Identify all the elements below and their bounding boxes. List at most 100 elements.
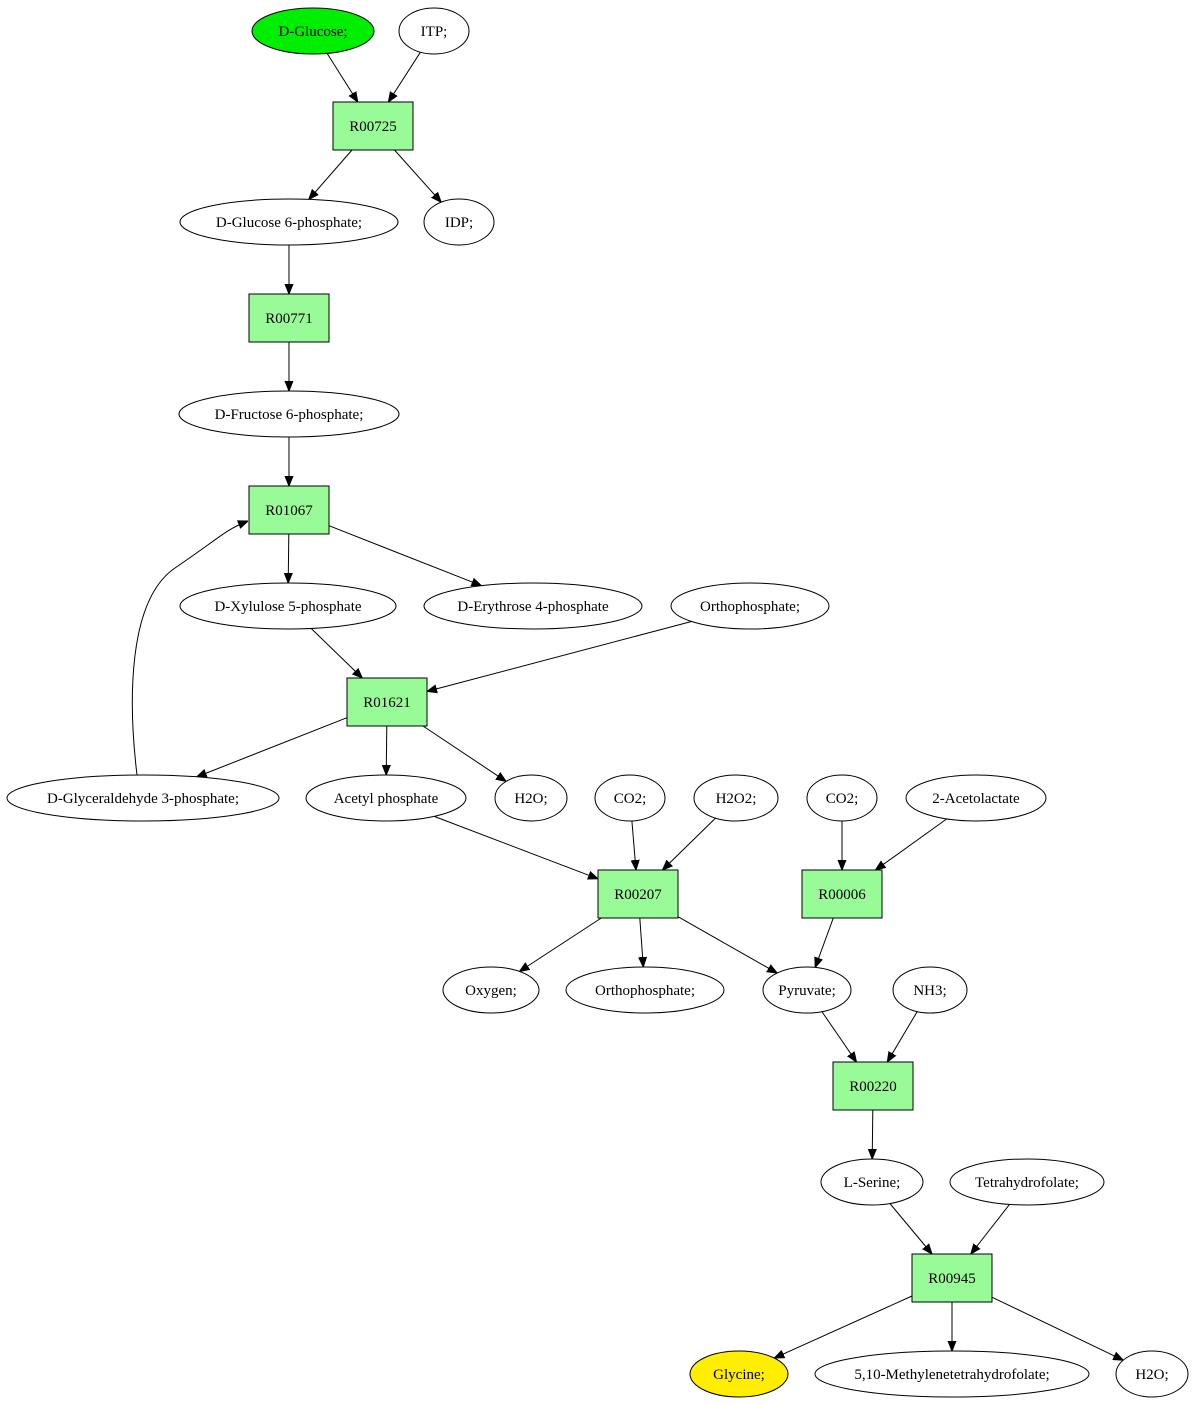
node-label: H2O;	[514, 791, 547, 807]
reaction-box	[801, 869, 883, 919]
metabolite-node-l-serine[interactable]: L-Serine;	[820, 1158, 924, 1206]
node-label: R00945	[928, 1271, 976, 1287]
node-label: R00006	[818, 887, 866, 903]
metabolite-node-h2o-2[interactable]: H2O;	[1115, 1350, 1189, 1398]
metabolite-node-d-erythrose-4p[interactable]: D-Erythrose 4-phosphate	[423, 582, 643, 630]
reaction-box	[346, 677, 428, 727]
reaction-box	[911, 1253, 993, 1303]
metabolite-ellipse	[442, 966, 540, 1014]
node-label: Tetrahydrofolate;	[975, 1175, 1079, 1191]
node-label: Orthophosphate;	[700, 599, 800, 615]
node-label: 2-Acetolactate	[932, 791, 1020, 807]
metabolite-ellipse	[305, 774, 467, 822]
edge-h2o2-to-r00207	[663, 817, 716, 870]
node-label: CO2;	[826, 791, 859, 807]
reaction-box	[597, 869, 679, 919]
reaction-node-r00725[interactable]: R00725	[332, 101, 414, 151]
node-label: R00207	[614, 887, 662, 903]
edge-r00945-to-h2o-2	[991, 1296, 1123, 1360]
edge-r01067-to-d-erythrose-4p	[328, 525, 482, 586]
metabolite-node-acetolactate[interactable]: 2-Acetolactate	[905, 774, 1047, 822]
metabolite-node-co2-2[interactable]: CO2;	[806, 774, 878, 822]
edge-r01621-to-d-glyceraldehyde-3p	[197, 717, 348, 777]
metabolite-ellipse	[762, 966, 852, 1014]
edge-r00207-to-pyruvate	[677, 916, 777, 973]
metabolite-node-tetrahydrofolate[interactable]: Tetrahydrofolate;	[949, 1158, 1105, 1206]
node-label: D-Glucose;	[278, 24, 347, 40]
edge-nh3-to-r00220	[887, 1011, 918, 1062]
reaction-node-r00220[interactable]: R00220	[832, 1061, 914, 1111]
metabolite-node-h2o2[interactable]: H2O2;	[693, 774, 779, 822]
metabolite-node-itp[interactable]: ITP;	[398, 7, 470, 55]
reaction-box	[832, 1061, 914, 1111]
reaction-node-r01621[interactable]: R01621	[346, 677, 428, 727]
metabolite-node-d-glucose[interactable]: D-Glucose;	[251, 7, 375, 55]
node-label: ITP;	[421, 24, 448, 40]
edge-pyruvate-to-r00220	[821, 1011, 857, 1062]
node-label: D-Glyceraldehyde 3-phosphate;	[47, 791, 239, 807]
metabolite-node-d-glyceraldehyde-3p[interactable]: D-Glyceraldehyde 3-phosphate;	[6, 774, 280, 822]
metabolite-node-d-xylulose-5p[interactable]: D-Xylulose 5-phosphate	[179, 582, 397, 630]
metabolite-node-glycine[interactable]: Glycine;	[689, 1350, 789, 1398]
node-label: Oxygen;	[465, 983, 517, 999]
metabolite-ellipse	[820, 1158, 924, 1206]
metabolite-ellipse	[251, 7, 375, 55]
metabolite-node-d-fructose-6p[interactable]: D-Fructose 6-phosphate;	[178, 390, 400, 438]
node-label: H2O2;	[716, 791, 757, 807]
node-label: Pyruvate;	[778, 983, 836, 999]
node-label: R00220	[849, 1079, 897, 1095]
metabolite-ellipse	[423, 198, 495, 246]
metabolite-node-acetyl-phosphate[interactable]: Acetyl phosphate	[305, 774, 467, 822]
edge-d-glyceraldehyde-3p-to-r01067	[131, 521, 248, 776]
metabolite-ellipse	[565, 966, 725, 1014]
metabolite-node-d-glucose-6p[interactable]: D-Glucose 6-phosphate;	[179, 198, 399, 246]
reaction-node-r00771[interactable]: R00771	[248, 293, 330, 343]
metabolite-node-h2o-1[interactable]: H2O;	[494, 774, 568, 822]
node-label: D-Erythrose 4-phosphate	[457, 599, 609, 615]
node-label: D-Glucose 6-phosphate;	[216, 215, 362, 231]
metabolite-ellipse	[670, 582, 830, 630]
node-label: Orthophosphate;	[595, 983, 695, 999]
reaction-node-r01067[interactable]: R01067	[248, 485, 330, 535]
metabolite-ellipse	[494, 774, 568, 822]
edges-layer	[131, 51, 1123, 1360]
node-label: H2O;	[1135, 1367, 1168, 1383]
metabolite-ellipse	[398, 7, 470, 55]
edge-tetrahydrofolate-to-r00945	[971, 1204, 1010, 1254]
edge-r00220-to-l-serine	[872, 1109, 873, 1159]
metabolite-ellipse	[179, 198, 399, 246]
edge-itp-to-r00725	[388, 51, 421, 102]
edge-r00945-to-glycine	[774, 1295, 913, 1358]
edge-d-xylulose-5p-to-r01621	[310, 628, 362, 679]
metabolite-ellipse	[689, 1350, 789, 1398]
metabolite-ellipse	[806, 774, 878, 822]
node-label: CO2;	[614, 791, 647, 807]
edge-r00725-to-d-glucose-6p	[309, 149, 353, 199]
metabolite-node-oxygen[interactable]: Oxygen;	[442, 966, 540, 1014]
reaction-box	[248, 293, 330, 343]
metabolite-node-orthophosphate-1[interactable]: Orthophosphate;	[670, 582, 830, 630]
metabolite-node-co2-1[interactable]: CO2;	[594, 774, 666, 822]
node-label: R00725	[349, 119, 397, 135]
edge-r01621-to-h2o-1	[422, 725, 506, 781]
node-label: R01067	[265, 503, 313, 519]
edge-r00006-to-pyruvate	[815, 917, 834, 967]
metabolite-ellipse	[693, 774, 779, 822]
edge-l-serine-to-r00945	[889, 1203, 932, 1255]
reaction-node-r00006[interactable]: R00006	[801, 869, 883, 919]
edge-r01067-to-d-xylulose-5p	[288, 533, 289, 583]
metabolite-ellipse	[6, 774, 280, 822]
metabolite-ellipse	[949, 1158, 1105, 1206]
reaction-node-r00945[interactable]: R00945	[911, 1253, 993, 1303]
metabolite-node-nh3[interactable]: NH3;	[892, 966, 968, 1014]
edge-acetolactate-to-r00006	[876, 818, 948, 870]
metabolite-node-pyruvate[interactable]: Pyruvate;	[762, 966, 852, 1014]
metabolite-node-orthophosphate-2[interactable]: Orthophosphate;	[565, 966, 725, 1014]
metabolite-node-methylene-thf[interactable]: 5,10-Methylenetetrahydrofolate;	[814, 1350, 1090, 1398]
metabolite-node-idp[interactable]: IDP;	[423, 198, 495, 246]
metabolite-ellipse	[1115, 1350, 1189, 1398]
edge-orthophosphate-1-to-r01621	[427, 621, 692, 692]
node-label: R01621	[363, 695, 411, 711]
reaction-node-r00207[interactable]: R00207	[597, 869, 679, 919]
